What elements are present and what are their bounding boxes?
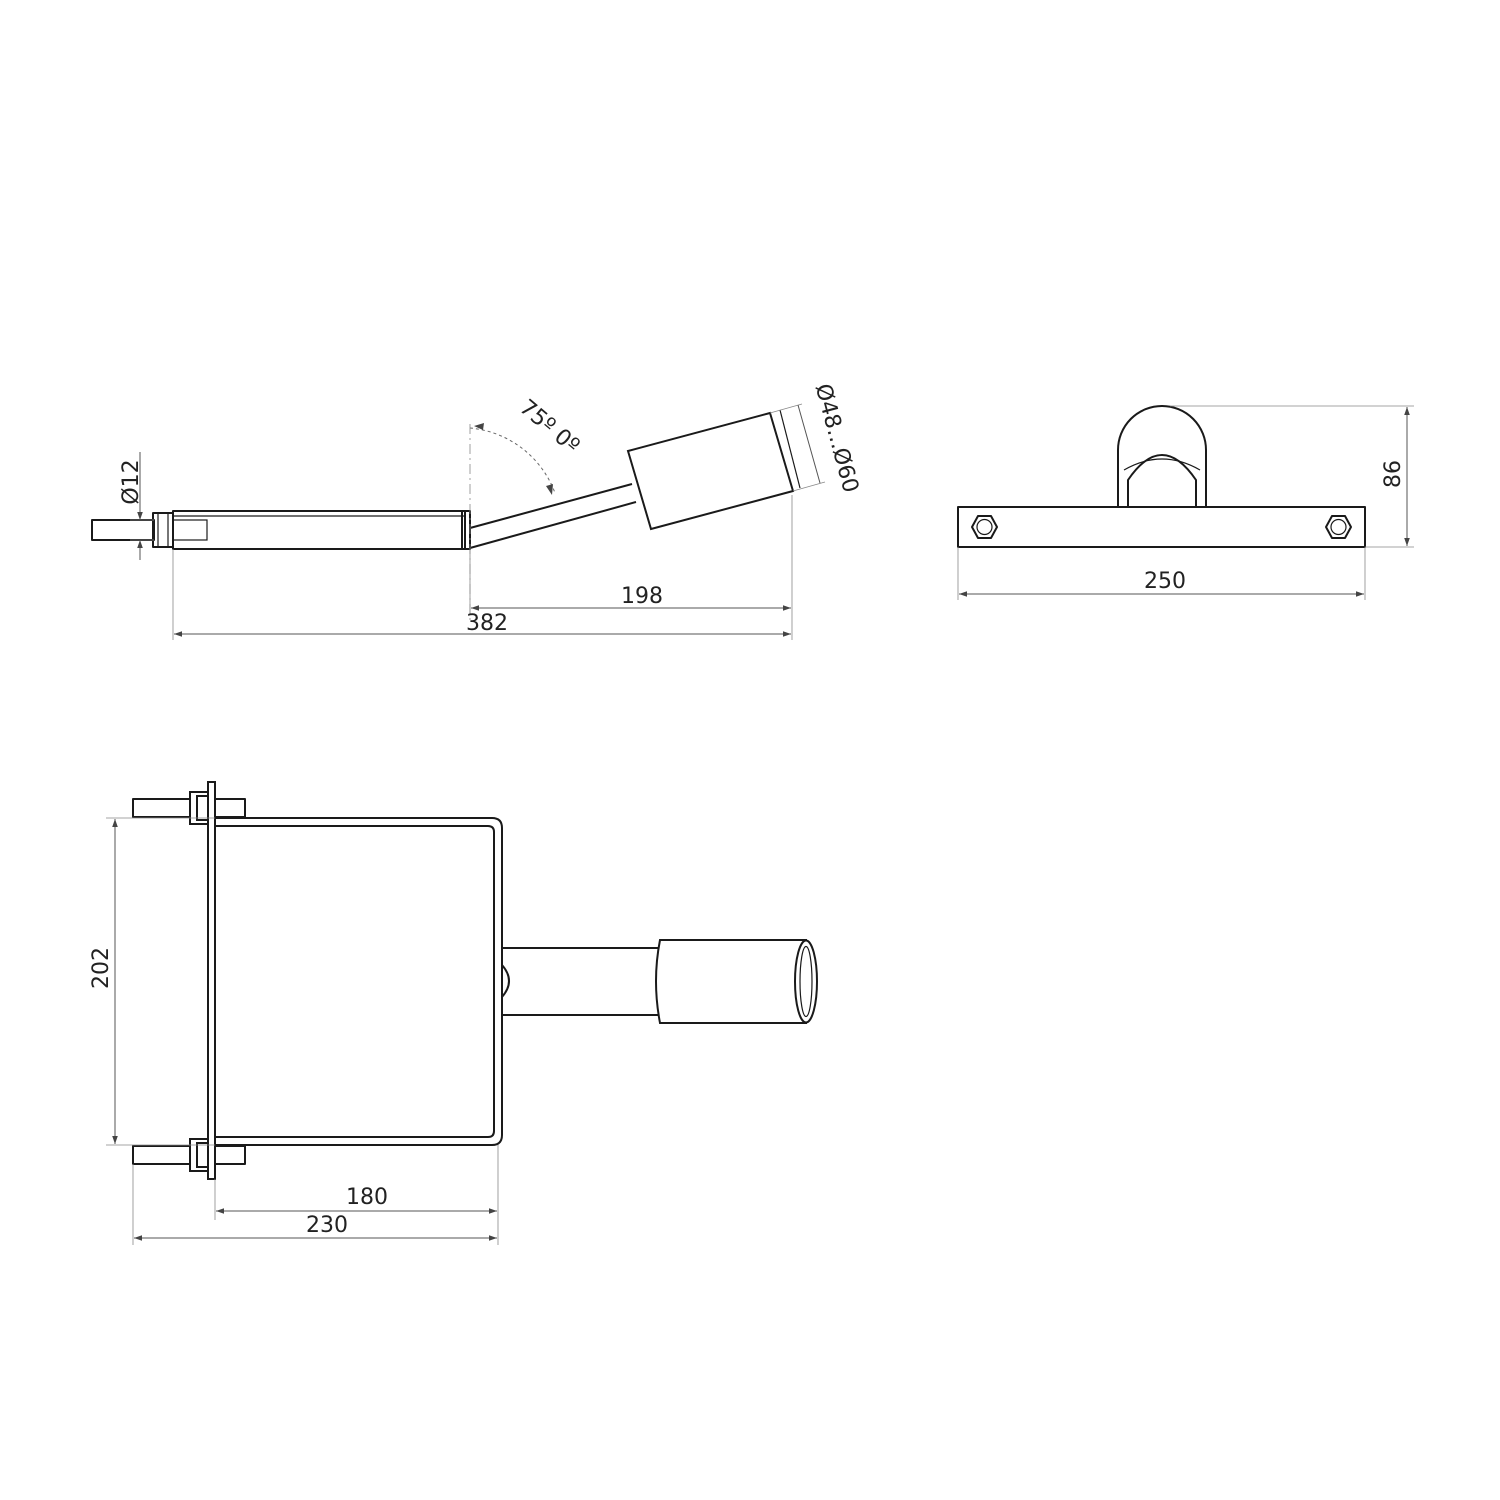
- dim-angle: 75º 0º: [514, 395, 583, 459]
- dim-arm-length: 198: [621, 584, 663, 609]
- side-view: Ø12 Ø48...Ø60 75º 0º 198 382: [91, 381, 863, 640]
- dim-overall-depth: 230: [306, 1213, 348, 1238]
- dim-clamp-height: 202: [89, 947, 114, 989]
- front-base-plate: [957, 506, 1366, 548]
- top-spigot-tube: [655, 939, 807, 1024]
- side-arm: [469, 483, 633, 529]
- side-nut: [152, 512, 174, 548]
- front-view: 86 250: [957, 405, 1414, 600]
- side-spigot-tube: [626, 411, 795, 531]
- dim-width: 250: [1144, 569, 1186, 594]
- side-clamp-body: [172, 510, 466, 550]
- dim-total-length: 382: [466, 611, 508, 636]
- front-spigot-tube: [1117, 405, 1207, 507]
- top-u-bracket: [215, 817, 503, 1146]
- dim-height: 86: [1381, 460, 1406, 488]
- front-nut-right: [1325, 515, 1352, 539]
- side-bolt-stub: [91, 519, 155, 541]
- side-angle-arc: [469, 427, 556, 494]
- dim-inner-depth: 180: [346, 1185, 388, 1210]
- top-view: 202 180 230: [89, 781, 818, 1245]
- dim-tube-diameter: Ø48...Ø60: [810, 381, 863, 495]
- dim-bolt-diameter: Ø12: [119, 459, 144, 504]
- top-clamp-plate: [207, 781, 216, 1180]
- front-nut-left: [971, 515, 998, 539]
- top-spigot-opening: [794, 939, 818, 1024]
